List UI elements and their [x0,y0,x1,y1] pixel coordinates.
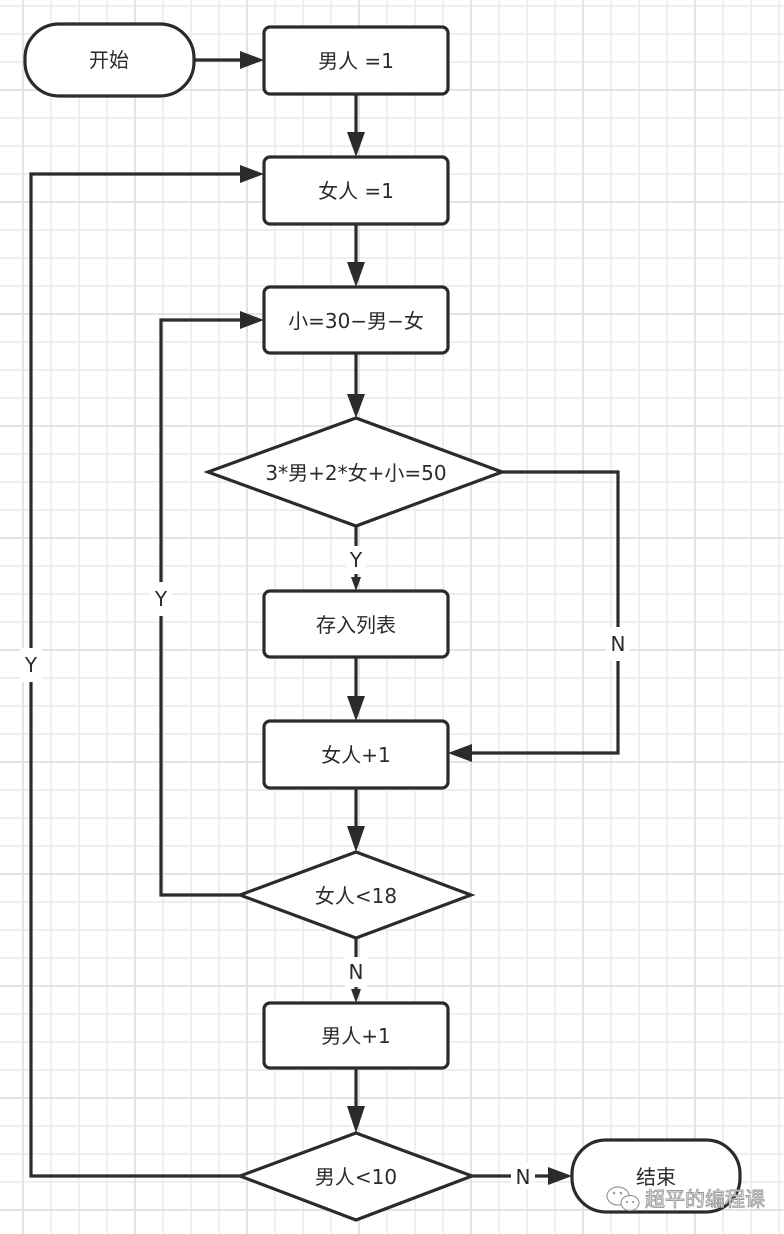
edge-check-women-to-child-calc: Y [150,311,264,897]
arrowhead [347,132,365,157]
edge-label-yes: Y [24,653,38,677]
watermark-text: 超平的编程课 [645,1187,765,1211]
edge-women-init-to-child-calc [347,224,365,287]
node-start-label: 开始 [89,48,129,72]
edge-men-inc-to-check-men [347,1068,365,1133]
node-check-men[interactable]: 男人<10 [235,1131,477,1222]
arrowhead [347,262,365,287]
edge-store-list-to-women-inc [347,657,365,721]
edge-label-yes: Y [349,548,363,572]
node-men-inc-label: 男人+1 [321,1024,390,1048]
arrowhead [240,311,264,329]
node-child-calc[interactable]: 小=30−男−女 [262,285,450,355]
edge-label-no: N [349,960,364,984]
edge-label-no: N [611,632,626,656]
edge-check-men-to-end: N [472,1162,572,1190]
arrowhead [240,165,264,183]
node-end-label: 结束 [636,1165,676,1189]
edge-label-yes: Y [154,587,168,611]
edges: Y N Y N [20,51,630,1190]
edge-check-sum-to-store-list: Y [346,526,366,591]
arrowhead [347,1106,365,1133]
watermark: 超平的编程课 [606,1186,765,1212]
nodes: 开始 男人 =1 女人 =1 小=30−男−女 3*男+2*女+小=50 存入列… [23,22,742,1222]
node-check-women[interactable]: 女人<18 [235,850,476,940]
node-check-sum-label: 3*男+2*女+小=50 [265,461,446,485]
node-store-list[interactable]: 存入列表 [262,589,450,659]
edge-check-men-to-women-init: Y [20,165,264,1178]
edge-check-sum-to-women-inc: N [448,470,630,762]
edge-child-calc-to-check-sum [347,353,365,418]
arrowhead [548,1167,572,1185]
arrowhead [347,696,365,721]
arrowhead [351,989,361,1003]
node-women-init-label: 女人 =1 [318,179,394,203]
edge-start-to-men-init [194,51,264,69]
edge-men-init-to-women-init [347,94,365,157]
node-men-init[interactable]: 男人 =1 [262,25,450,96]
edge-women-inc-to-check-women [347,788,365,852]
arrowhead [347,826,365,852]
node-women-inc[interactable]: 女人+1 [262,719,450,790]
wechat-icon [606,1186,640,1212]
node-check-men-label: 男人<10 [315,1165,397,1189]
node-child-calc-label: 小=30−男−女 [288,309,424,333]
node-men-init-label: 男人 =1 [318,49,394,73]
arrowhead [351,577,361,591]
node-check-sum[interactable]: 3*男+2*女+小=50 [203,416,507,528]
node-women-init[interactable]: 女人 =1 [262,155,450,226]
node-start[interactable]: 开始 [23,22,196,98]
arrowhead [347,394,365,418]
edge-check-women-to-men-inc: N [345,938,367,1003]
node-men-inc[interactable]: 男人+1 [262,1001,450,1070]
edge-label-no: N [516,1165,531,1189]
arrowhead [240,51,264,69]
node-women-inc-label: 女人+1 [321,743,390,767]
node-check-women-label: 女人<18 [315,884,397,908]
arrowhead [448,744,472,762]
node-store-list-label: 存入列表 [316,613,396,637]
